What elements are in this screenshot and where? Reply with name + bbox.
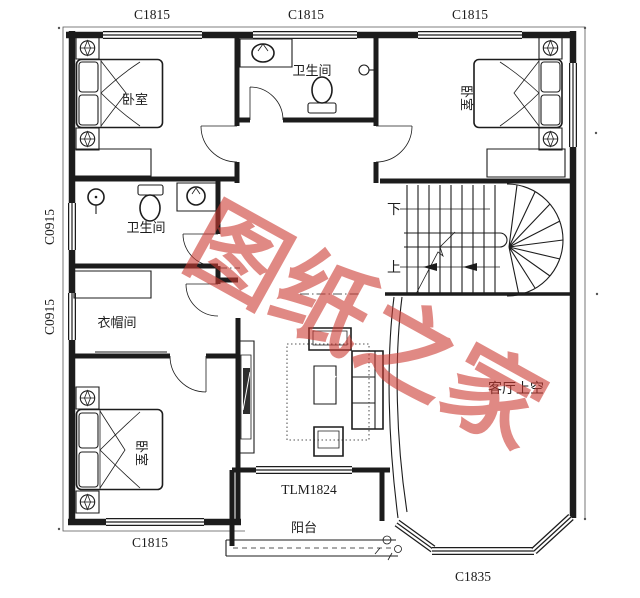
nightstand-lamp: [75, 127, 100, 151]
room-label-bedroom-bottom-left: 卧室: [134, 440, 149, 466]
bathroom-left-fixtures: [88, 183, 218, 221]
wardrobe-top-right: [487, 149, 565, 177]
room-label-cloakroom: 衣帽间: [97, 315, 136, 330]
outer-walls: [66, 31, 576, 525]
nightstand-lamp: [538, 127, 563, 151]
room-label-bedroom-top-left: 卧室: [122, 92, 148, 107]
tv-cabinet: [238, 341, 254, 453]
void-edge-curve: [389, 297, 407, 518]
nightstand-lamp: [538, 36, 563, 60]
window-label-top-right: C1815: [452, 7, 488, 22]
balcony-door-label: TLM1824: [281, 482, 337, 497]
nightstand-lamp: [75, 386, 100, 410]
sofa-set: [287, 328, 383, 456]
watermark-text: 图纸之家: [169, 183, 563, 470]
stair-label-down: 下: [387, 203, 401, 218]
room-label-living-void: 客厅上空: [488, 380, 544, 397]
staircase: [400, 184, 563, 296]
outer-outline: [63, 27, 585, 531]
bathroom-top-fixtures: [240, 39, 376, 113]
bay-window: [397, 517, 571, 551]
room-label-bathroom-left: 卫生间: [126, 220, 165, 235]
bed-top-left: [77, 60, 163, 128]
window-label-bay: C1835: [455, 569, 491, 584]
room-label-balcony: 阳台: [291, 520, 317, 535]
room-label-bathroom-top: 卫生间: [292, 63, 331, 78]
bed-bottom-left: [77, 410, 163, 490]
door-arcs: [170, 87, 412, 392]
window-label-top-left: C1815: [134, 7, 170, 22]
bed-top-right: [474, 60, 562, 128]
window-label-left-lower: C0915: [42, 299, 57, 335]
wardrobe-top-left: [74, 149, 151, 176]
window-label-left-upper: C0915: [42, 209, 57, 245]
balcony-railing: [226, 536, 402, 560]
room-label-bedroom-top-right: 卧室: [459, 85, 474, 111]
window-label-top-mid: C1815: [288, 7, 324, 22]
nightstand-lamp: [75, 36, 100, 60]
wardrobe-cloakroom: [74, 271, 151, 298]
nightstand-lamp: [75, 490, 100, 514]
window-label-bottom: C1815: [132, 535, 168, 550]
reference-ticks: [57, 26, 599, 531]
stair-label-up: 上: [387, 260, 401, 276]
